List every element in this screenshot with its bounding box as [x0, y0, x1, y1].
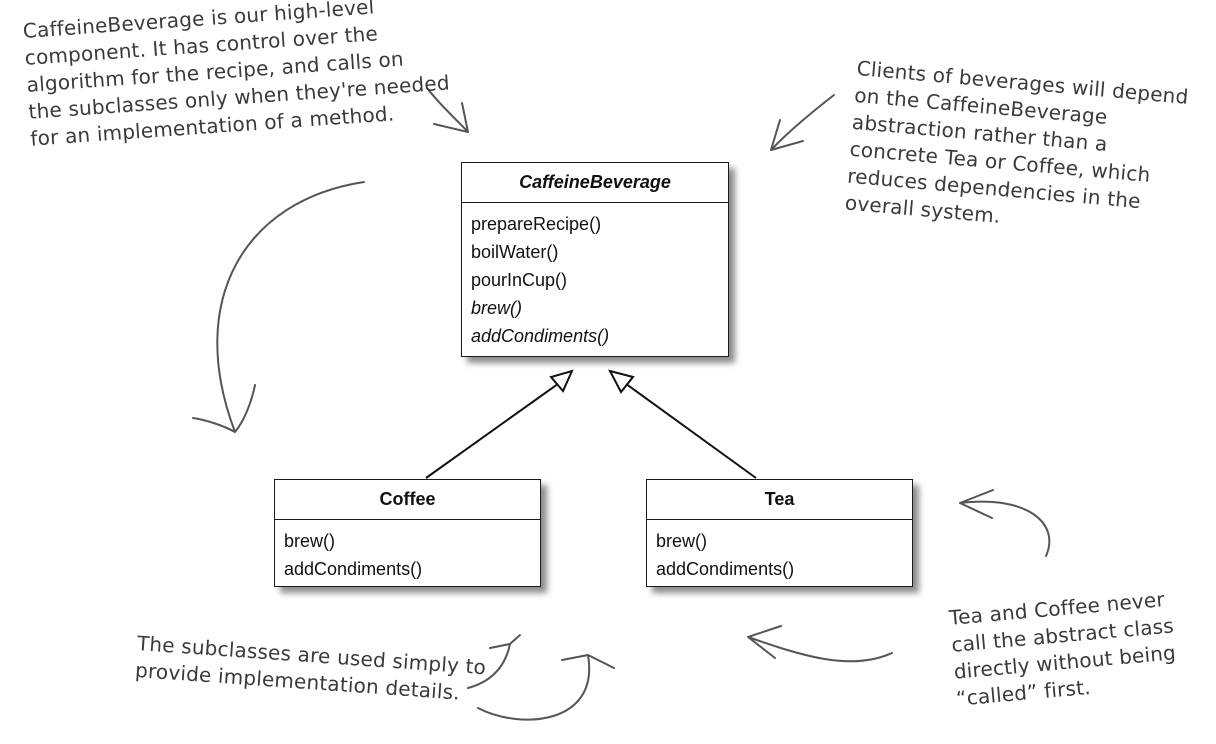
tea-class-name: Tea	[647, 480, 912, 520]
arrow-curve-left-down	[192, 181, 365, 433]
note-never-call-abstract-class: Tea and Coffee never call the abstract c…	[948, 586, 1180, 713]
method-addcondiments-abstract: addCondiments()	[471, 326, 610, 346]
tea-method-list: brew() addCondiments()	[647, 520, 912, 583]
tea-class-box: Tea brew() addCondiments()	[646, 479, 913, 587]
arrow-to-tea-class	[959, 489, 1051, 557]
method-brew-abstract: brew()	[471, 298, 523, 318]
caffeinebeverage-class-name: CaffeineBeverage	[462, 163, 728, 203]
method-preparerecipe: prepareRecipe()	[471, 214, 602, 234]
coffee-method-brew: brew()	[284, 531, 336, 551]
inheritance-tea-to-caffeinebeverage	[608, 369, 757, 479]
arrow-to-caffeinebeverage-right	[770, 94, 835, 151]
method-boilwater: boilWater()	[471, 242, 559, 262]
arrow-to-subclasses-right	[747, 625, 893, 663]
tea-method-addcondiments: addCondiments()	[656, 559, 795, 579]
tea-method-brew: brew()	[656, 531, 708, 551]
coffee-class-name: Coffee	[275, 480, 540, 520]
coffee-method-list: brew() addCondiments()	[275, 520, 540, 583]
arrow-curve-up-to-coffee	[477, 654, 615, 721]
coffee-class-box: Coffee brew() addCondiments()	[274, 479, 541, 587]
note-clients-depend-on-abstraction: Clients of beverages will depend on the …	[844, 55, 1190, 245]
inheritance-coffee-to-caffeinebeverage	[425, 369, 574, 479]
arrow-to-coffee-class	[467, 634, 521, 689]
caffeinebeverage-method-list: prepareRecipe() boilWater() pourInCup() …	[462, 203, 728, 350]
coffee-method-addcondiments: addCondiments()	[284, 559, 423, 579]
method-pourincup: pourInCup()	[471, 270, 568, 290]
arrow-to-caffeinebeverage-top	[426, 87, 469, 133]
caffeinebeverage-class-box: CaffeineBeverage prepareRecipe() boilWat…	[461, 162, 729, 357]
